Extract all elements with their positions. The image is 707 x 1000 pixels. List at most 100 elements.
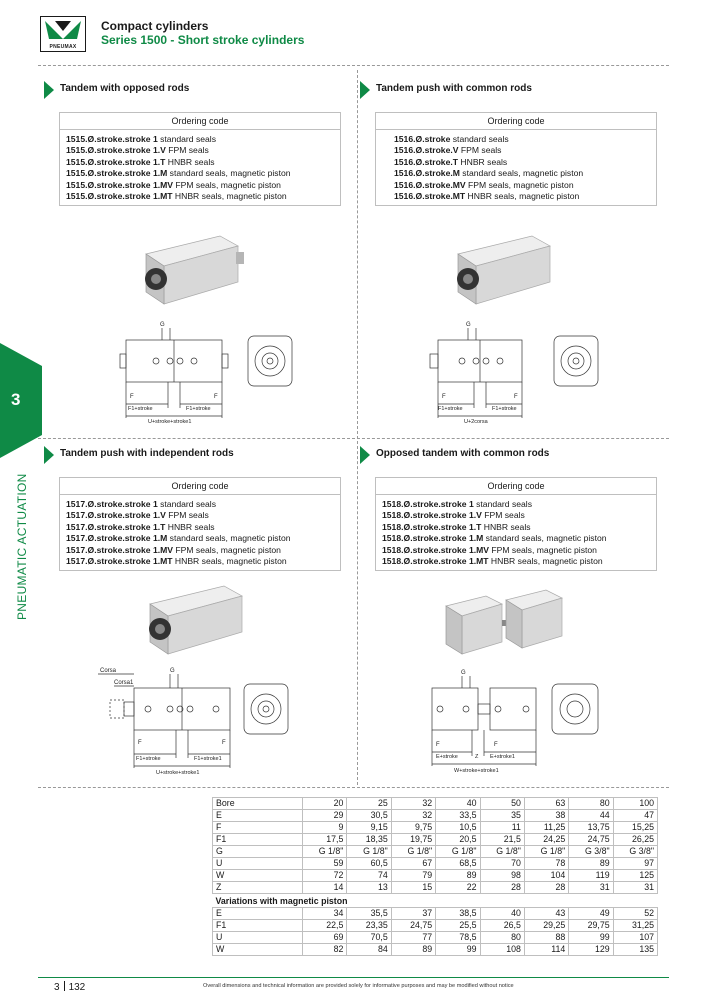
table-cell: 17,5 (301, 833, 348, 846)
table-cell: 98 (479, 869, 525, 882)
list-item: 1515.Ø.stroke.stroke 1.V FPM seals (66, 145, 209, 156)
table-cell: 89 (435, 869, 481, 882)
table-cell: 19,75 (390, 833, 437, 846)
table-cell: 29 (301, 809, 348, 822)
ordering-code-header: Ordering code (376, 478, 656, 495)
section-tandem-push-common-rods: Tandem push with common rods Ordering co… (360, 81, 666, 207)
column-divider (357, 70, 358, 785)
list-item: 1518.Ø.stroke.stroke 1 standard seals (382, 499, 533, 509)
table-cell: 59 (301, 857, 348, 870)
table-cell: 13,75 (568, 821, 614, 834)
dim-label-f-right: F (214, 394, 218, 400)
table-subheading-row: Variations with magnetic piston (213, 894, 658, 908)
header-divider (38, 65, 669, 66)
section-arrow-icon (360, 81, 370, 99)
table-cell: 84 (346, 943, 392, 956)
list-item: 1515.Ø.stroke.stroke 1.MV FPM seals, mag… (66, 179, 281, 190)
table-cell: G (212, 845, 303, 858)
table-cell: 70 (479, 857, 525, 870)
table-cell: E (212, 907, 303, 920)
table-cell: 24,75 (390, 919, 437, 932)
table-cell: 80 (568, 797, 614, 810)
table-cell: 63 (523, 797, 570, 810)
dim-label-g: G (461, 670, 466, 676)
dim-label-f-left: F (130, 394, 134, 400)
table-cell: 28 (479, 881, 525, 894)
chapter-label: PNEUMATIC ACTUATION (15, 473, 29, 620)
table-cell: 35,5 (346, 907, 392, 920)
table-cell: 29,25 (523, 919, 570, 932)
ordering-code-list: 1517.Ø.stroke.stroke 1 standard seals 15… (60, 495, 340, 570)
list-item: 1517.Ø.stroke.stroke 1.MV FPM seals, mag… (66, 544, 281, 555)
dim-label-f-right: F (222, 740, 226, 746)
list-item: 1518.Ø.stroke.stroke 1.T HNBR seals (382, 521, 531, 532)
table-cell: 15,25 (612, 821, 659, 834)
table-row: G G 1/8"G 1/8"G 1/8"G 1/8"G 1/8"G 1/8"G … (212, 845, 659, 858)
table-cell: 24,75 (568, 833, 614, 846)
table-cell: U (212, 857, 303, 870)
table-cell: 23,35 (346, 919, 392, 932)
section-arrow-icon (44, 446, 54, 464)
list-item: 1516.Ø.stroke.M standard seals, magnetic… (394, 168, 584, 179)
page-subtitle: Series 1500 - Short stroke cylinders (101, 33, 305, 47)
table-cell: 88 (523, 931, 570, 944)
list-item: 1517.Ø.stroke.stroke 1 standard seals (66, 499, 217, 509)
section-title: Tandem push with common rods (360, 81, 666, 99)
table-cell: 47 (612, 809, 659, 822)
table-cell: 9,75 (390, 821, 437, 834)
dim-label-total: U+2corsa (464, 419, 489, 425)
table-cell: 60,5 (346, 857, 392, 870)
dim-label-total: U+stroke+stroke1 (148, 419, 191, 425)
section-opposed-tandem-common-rods: Opposed tandem with common rods Ordering… (360, 446, 666, 572)
table-cell: F1 (212, 919, 303, 932)
table-cell: 77 (390, 931, 437, 944)
dimension-drawing: Corsa Corsa1 G F F F1+stroke F1+stroke1 … (98, 668, 289, 776)
table-cell: 31,25 (612, 919, 659, 932)
section-tandem-opposed-rods: Tandem with opposed rods Ordering code 1… (44, 81, 350, 207)
table-cell: 20 (301, 797, 348, 810)
cylinder-photo (457, 235, 551, 305)
section-title: Tandem with opposed rods (44, 81, 350, 99)
table-cell: 31 (568, 881, 614, 894)
dim-label-right: F1+stroke1 (194, 756, 222, 762)
table-divider (38, 787, 669, 788)
list-item: 1518.Ø.stroke.stroke 1.V FPM seals (382, 510, 525, 521)
section-arrow-icon (360, 446, 370, 464)
table-cell: 20,5 (435, 833, 481, 846)
table-cell: 31 (612, 881, 659, 894)
table-cell: 119 (568, 869, 614, 882)
cylinder-photo (445, 589, 563, 655)
table-cell: 99 (568, 931, 614, 944)
table-cell: 129 (568, 943, 614, 956)
table-cell: 70,5 (346, 931, 392, 944)
table-cell: G 1/8" (301, 845, 348, 858)
ordering-code-list: 1518.Ø.stroke.stroke 1 standard seals 15… (376, 495, 656, 570)
pneumax-logo: PNEUMAX (40, 16, 86, 52)
table-cell: 97 (612, 857, 659, 870)
table-cell: 79 (390, 869, 437, 882)
list-item: 1516.Ø.stroke.MT HNBR seals, magnetic pi… (394, 191, 580, 202)
table-cell: Z (212, 881, 303, 894)
list-item: 1518.Ø.stroke.stroke 1.M standard seals,… (382, 533, 607, 544)
table-cell: 44 (568, 809, 614, 822)
dim-label-total: U+stroke+stroke1 (156, 770, 199, 776)
chapter-tab (0, 343, 42, 458)
dim-label-z: Z (475, 754, 479, 760)
table-cell: 21,5 (479, 833, 525, 846)
table-cell: 108 (479, 943, 525, 956)
table-cell: 9 (301, 821, 348, 834)
table-cell: 32 (390, 797, 437, 810)
footer-disclaimer: Overall dimensions and technical informa… (203, 983, 514, 989)
ordering-code-box: Ordering code 1518.Ø.stroke.stroke 1 sta… (375, 477, 657, 572)
footer-divider (38, 977, 669, 978)
table-cell: 43 (523, 907, 570, 920)
cylinder-photo (149, 585, 243, 655)
table-cell: 35 (479, 809, 525, 822)
table-cell: 78 (523, 857, 570, 870)
table-cell: F (212, 821, 303, 834)
section-title: Tandem push with independent rods (44, 446, 350, 464)
